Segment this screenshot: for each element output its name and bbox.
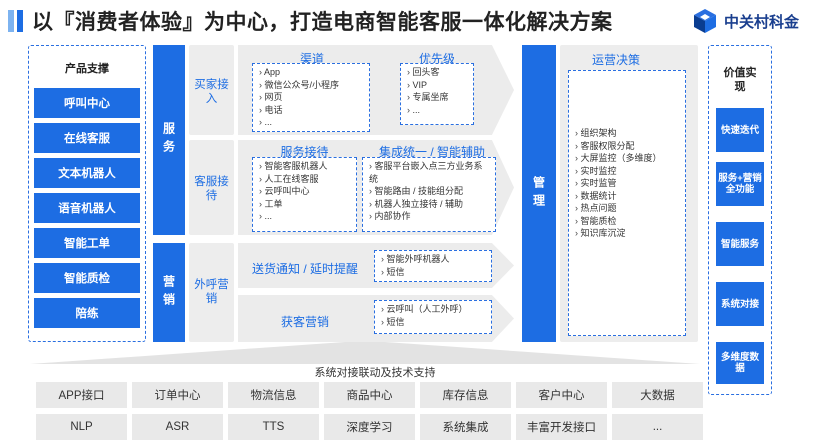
list-item: 智能质检 (575, 215, 679, 228)
list-item: 大屏监控（多维度） (575, 152, 679, 165)
outbound-label: 外呼营销 (194, 279, 229, 305)
list-item: 工单 (259, 198, 350, 211)
list-item: ... (259, 116, 363, 129)
list-item: 人工在线客服 (259, 173, 350, 186)
tech-cell: 客户中心 (516, 382, 607, 408)
list-item: 微信公众号/小程序 (259, 79, 363, 92)
list-item: 客服权限分配 (575, 140, 679, 153)
product-item: 在线客服 (34, 123, 140, 153)
list-item: 网页 (259, 91, 363, 104)
outbound-label-box (189, 243, 234, 342)
delivery-box: 智能外呼机器人短信 (374, 250, 492, 282)
tech-cell: 深度学习 (324, 414, 415, 440)
value-item: 智能服务 (716, 222, 764, 266)
list-item: 云呼叫（人工外呼） (381, 303, 485, 316)
support-label: 客服接待 (194, 176, 229, 202)
integration-title: 集成统一 / 智能辅助 (378, 145, 485, 159)
tech-cell: ... (612, 414, 703, 440)
list-item: 内部协作 (369, 210, 489, 223)
priority-box: 回头客VIP专属坐席... (400, 63, 474, 125)
list-item: 知识库沉淀 (575, 227, 679, 240)
management-label: 管理 (522, 45, 556, 342)
list-item: 电话 (259, 104, 363, 117)
channel-list: App微信公众号/小程序网页电话... (259, 66, 363, 129)
channel-box: App微信公众号/小程序网页电话... (252, 63, 370, 132)
company-logo: 中关村科金 (692, 6, 808, 36)
buyer-access-label-box (189, 45, 234, 135)
product-item: 陪练 (34, 298, 140, 328)
support-label-box (189, 140, 234, 235)
list-item: 数据统计 (575, 190, 679, 203)
product-support-panel (28, 45, 146, 342)
product-item: 语音机器人 (34, 193, 140, 223)
list-item: 云呼叫中心 (259, 185, 350, 198)
tech-cell: 大数据 (612, 382, 703, 408)
value-item: 多维度数据 (716, 342, 764, 384)
tech-cell: 订单中心 (132, 382, 223, 408)
list-item: 智能路由 / 技能组分配 (369, 185, 489, 198)
list-item: 组织架构 (575, 127, 679, 140)
product-item: 文本机器人 (34, 158, 140, 188)
tech-cell: NLP (36, 414, 127, 440)
list-item: App (259, 66, 363, 79)
integration-box: 客服平台嵌入点三方业务系统智能路由 / 技能组分配机器人独立接待 / 辅助内部协… (362, 157, 496, 232)
tech-cell: 库存信息 (420, 382, 511, 408)
list-item: 热点问题 (575, 202, 679, 215)
list-item: 智能客服机器人 (259, 160, 350, 173)
product-support-title: 产品支撑 (65, 63, 109, 75)
list-item: 实时监管 (575, 177, 679, 190)
service-label: 服务 (153, 45, 185, 235)
tech-cell: 物流信息 (228, 382, 319, 408)
bottom-caption: 系统对接联动及技术支持 (314, 367, 436, 379)
product-item: 呼叫中心 (34, 88, 140, 118)
list-item: 短信 (381, 266, 485, 279)
list-item: 专属坐席 (407, 91, 467, 104)
reception-box: 智能客服机器人人工在线客服云呼叫中心工单... (252, 157, 357, 232)
acquire-title: 获客营销 (280, 315, 329, 329)
logo-text: 中关村科金 (724, 13, 800, 31)
tech-cell: ASR (132, 414, 223, 440)
tech-cell: 系统集成 (420, 414, 511, 440)
acquire-box: 云呼叫（人工外呼）短信 (374, 300, 492, 334)
value-panel (708, 45, 772, 395)
list-item: 智能外呼机器人 (381, 253, 485, 266)
tech-cell: TTS (228, 414, 319, 440)
value-title: 价值实现 (723, 67, 757, 93)
list-item: 短信 (381, 316, 485, 329)
reception-list: 智能客服机器人人工在线客服云呼叫中心工单... (259, 160, 350, 223)
value-item: 快速迭代 (716, 108, 764, 152)
cube-logo-icon (694, 9, 716, 33)
channel-title: 渠道 (299, 52, 324, 66)
list-item: 实时监控 (575, 165, 679, 178)
list-item: 回头客 (407, 66, 467, 79)
delivery-title: 送货通知 / 延时提醒 (251, 262, 358, 276)
operations-box: 组织架构客服权限分配大屏监控（多维度）实时监控实时监管数据统计热点问题智能质检知… (568, 70, 686, 336)
acquire-list: 云呼叫（人工外呼）短信 (381, 303, 485, 328)
tech-cell: 丰富开发接口 (516, 414, 607, 440)
title-accent-bars (8, 10, 26, 32)
reception-title: 服务接待 (280, 145, 329, 159)
list-item: ... (259, 210, 350, 223)
tech-cell: APP接口 (36, 382, 127, 408)
product-item: 智能质检 (34, 263, 140, 293)
delivery-list: 智能外呼机器人短信 (381, 253, 485, 278)
priority-list: 回头客VIP专属坐席... (407, 66, 467, 116)
product-item: 智能工单 (34, 228, 140, 258)
buyer-access-label: 买家接入 (194, 79, 229, 105)
list-item: ... (407, 104, 467, 117)
list-item: VIP (407, 79, 467, 92)
marketing-label: 营销 (153, 243, 185, 342)
priority-title: 优先级 (418, 52, 455, 66)
value-item: 系统对接 (716, 282, 764, 326)
page-title: 以『消费者体验』为中心，打造电商智能客服一体化解决方案 (32, 11, 613, 34)
integration-list: 客服平台嵌入点三方业务系统智能路由 / 技能组分配机器人独立接待 / 辅助内部协… (369, 160, 489, 223)
operations-list: 组织架构客服权限分配大屏监控（多维度）实时监控实时监管数据统计热点问题智能质检知… (575, 127, 679, 240)
value-item: 服务+营销全功能 (716, 162, 764, 206)
bottom-trapezoid (30, 342, 700, 364)
tech-cell: 商品中心 (324, 382, 415, 408)
operations-title: 运营决策 (591, 53, 640, 67)
list-item: 机器人独立接待 / 辅助 (369, 198, 489, 211)
list-item: 客服平台嵌入点三方业务系统 (369, 160, 489, 185)
